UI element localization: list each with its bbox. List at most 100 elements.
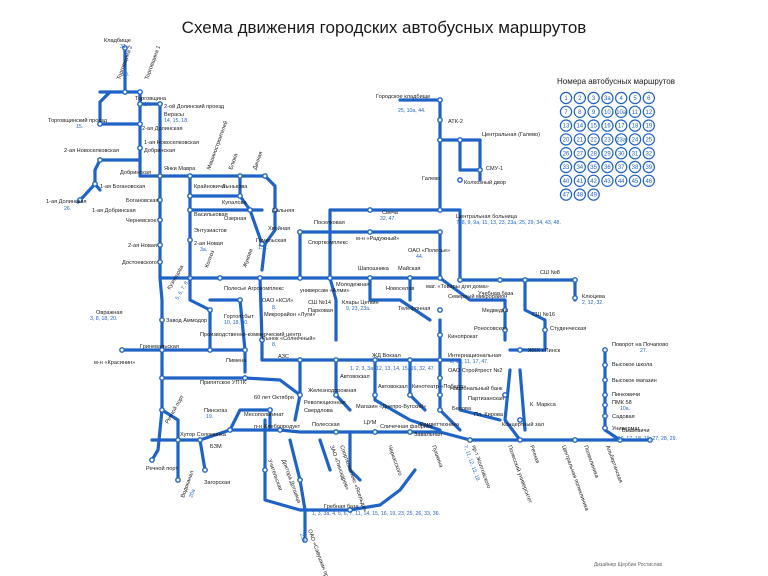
stop-node[interactable] xyxy=(237,173,243,179)
stop-node[interactable] xyxy=(302,537,308,543)
stop-node[interactable] xyxy=(122,45,128,51)
legend-route-43[interactable]: 43 xyxy=(601,174,614,187)
stop-node[interactable] xyxy=(437,229,443,235)
legend-route-44[interactable]: 44 xyxy=(615,174,628,187)
stop-node[interactable] xyxy=(187,275,193,281)
legend-route-47[interactable]: 47 xyxy=(559,188,573,201)
stop-node[interactable] xyxy=(572,295,578,301)
stop-node[interactable] xyxy=(372,357,378,363)
legend-route-2[interactable]: 2 xyxy=(573,91,587,105)
legend-route-21[interactable]: 21 xyxy=(573,133,587,146)
stop-node[interactable] xyxy=(333,392,339,398)
legend-route-45[interactable]: 45 xyxy=(628,174,642,187)
stop-node[interactable] xyxy=(227,427,233,433)
stop-node[interactable] xyxy=(437,307,443,313)
stop-node[interactable] xyxy=(217,275,223,281)
stop-node[interactable] xyxy=(437,137,443,143)
stop-node[interactable] xyxy=(502,327,508,333)
stop-node[interactable] xyxy=(187,193,193,199)
stop-node[interactable] xyxy=(262,467,268,473)
legend-route-4[interactable]: 4 xyxy=(615,91,628,105)
stop-node[interactable] xyxy=(197,437,203,443)
stop-node[interactable] xyxy=(237,297,243,303)
stop-node[interactable] xyxy=(187,237,193,243)
stop-node[interactable] xyxy=(437,97,443,103)
legend-route-31[interactable]: 31 xyxy=(628,146,642,160)
stop-node[interactable] xyxy=(157,242,163,248)
legend-route-22[interactable]: 22 xyxy=(587,133,600,146)
stop-node[interactable] xyxy=(327,275,333,281)
stop-node[interactable] xyxy=(517,347,523,353)
stop-node[interactable] xyxy=(187,173,193,179)
stop-node[interactable] xyxy=(437,207,443,213)
legend-route-10[interactable]: 10 xyxy=(601,105,614,119)
legend-route-49[interactable]: 49 xyxy=(587,188,600,201)
stop-node[interactable] xyxy=(347,507,353,513)
stop-node[interactable] xyxy=(602,413,608,419)
stop-node[interactable] xyxy=(457,277,463,283)
legend-route-11[interactable]: 11 xyxy=(628,105,642,119)
stop-node[interactable] xyxy=(333,357,339,363)
legend-route-13[interactable]: 13 xyxy=(559,119,573,132)
stop-node[interactable] xyxy=(97,121,103,127)
stop-node[interactable] xyxy=(617,437,623,443)
stop-node[interactable] xyxy=(477,167,483,173)
legend-route-28[interactable]: 28 xyxy=(587,146,600,160)
legend-route-7[interactable]: 7 xyxy=(559,105,573,119)
legend-route-34[interactable]: 34 xyxy=(573,160,587,174)
stop-node[interactable] xyxy=(137,101,143,107)
stop-node[interactable] xyxy=(437,275,443,281)
stop-node[interactable] xyxy=(407,357,413,363)
stop-node[interactable] xyxy=(542,327,548,333)
legend-route-12[interactable]: 12 xyxy=(642,105,656,119)
stop-node[interactable] xyxy=(517,437,523,443)
legend-route-30[interactable]: 30 xyxy=(615,146,628,160)
stop-node[interactable] xyxy=(647,437,653,443)
stop-node[interactable] xyxy=(157,217,163,223)
stop-node[interactable] xyxy=(267,407,273,413)
stop-node[interactable] xyxy=(92,181,98,187)
legend-route-3а[interactable]: 3а xyxy=(601,91,614,105)
legend-route-38[interactable]: 38 xyxy=(628,160,642,174)
stop-node[interactable] xyxy=(149,457,155,463)
legend-route-48[interactable]: 48 xyxy=(573,188,587,201)
legend-route-36[interactable]: 36 xyxy=(601,160,614,174)
stop-node[interactable] xyxy=(522,277,528,283)
legend-route-3[interactable]: 3 xyxy=(587,91,600,105)
stop-node[interactable] xyxy=(259,337,265,343)
stop-node[interactable] xyxy=(457,137,463,143)
legend-route-6[interactable]: 6 xyxy=(642,91,656,105)
legend-route-32[interactable]: 32 xyxy=(642,146,656,160)
stop-node[interactable] xyxy=(297,357,303,363)
stop-node[interactable] xyxy=(175,437,181,443)
stop-node[interactable] xyxy=(467,437,473,443)
stop-node[interactable] xyxy=(207,347,213,353)
stop-node[interactable] xyxy=(157,173,163,179)
stop-node[interactable] xyxy=(159,317,165,323)
stop-node[interactable] xyxy=(572,437,578,443)
legend-route-17[interactable]: 17 xyxy=(615,119,628,132)
legend-route-9[interactable]: 9 xyxy=(587,105,600,119)
stop-node[interactable] xyxy=(502,392,508,398)
legend-route-33[interactable]: 33 xyxy=(559,160,573,174)
stop-node[interactable] xyxy=(272,207,278,213)
stop-node[interactable] xyxy=(247,207,253,213)
stop-node[interactable] xyxy=(159,407,165,413)
legend-route-14[interactable]: 14 xyxy=(573,119,587,132)
legend-route-27[interactable]: 27 xyxy=(573,146,587,160)
stop-node[interactable] xyxy=(407,392,413,398)
stop-node[interactable] xyxy=(502,307,508,313)
legend-route-26[interactable]: 26 xyxy=(559,146,573,160)
legend-route-40[interactable]: 40 xyxy=(559,174,573,187)
stop-node[interactable] xyxy=(602,377,608,383)
stop-node[interactable] xyxy=(517,417,523,423)
legend-route-41[interactable]: 41 xyxy=(573,174,587,187)
stop-node[interactable] xyxy=(367,207,373,213)
stop-node[interactable] xyxy=(137,145,143,151)
stop-node[interactable] xyxy=(202,467,208,473)
stop-node[interactable] xyxy=(277,427,283,433)
legend-route-16[interactable]: 16 xyxy=(601,119,614,132)
stop-node[interactable] xyxy=(367,229,373,235)
legend-route-35[interactable]: 35 xyxy=(587,160,600,174)
legend-route-39[interactable]: 39 xyxy=(642,160,656,174)
